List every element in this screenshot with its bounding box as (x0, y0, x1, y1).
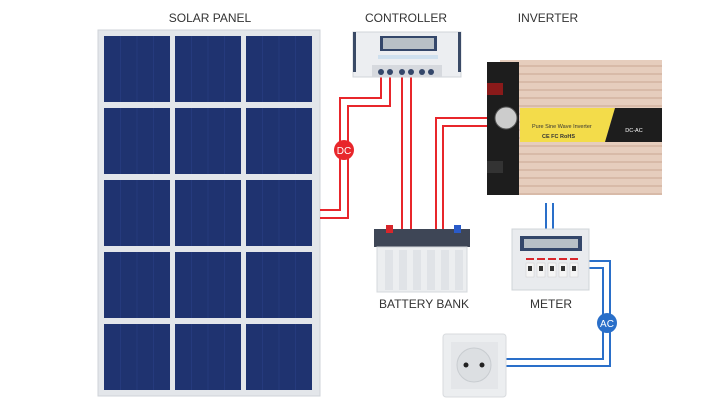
battery-bank (374, 225, 470, 293)
dc-wires (320, 75, 490, 230)
inverter-label: INVERTER (518, 11, 579, 25)
positive-terminal-icon (386, 225, 393, 233)
svg-text:Pure Sine Wave Inverter: Pure Sine Wave Inverter (532, 124, 592, 130)
svg-text:AC: AC (600, 319, 614, 330)
charge-controller (352, 31, 462, 78)
battery-bank-label: BATTERY BANK (379, 297, 469, 311)
ac-badge: AC (597, 313, 617, 333)
controller-label: CONTROLLER (365, 11, 447, 25)
solar-panel-label: SOLAR PANEL (169, 11, 252, 25)
svg-text:DC-AC: DC-AC (625, 128, 642, 134)
fan-icon (494, 106, 518, 130)
wall-socket (442, 333, 507, 398)
meter-label: METER (530, 297, 572, 311)
svg-text:CE FC RoHS: CE FC RoHS (542, 134, 575, 140)
negative-terminal-icon (454, 225, 461, 233)
svg-text:DC: DC (337, 146, 351, 157)
inverter: Pure Sine Wave Inverter CE FC RoHS DC-AC (487, 60, 662, 195)
positive-terminal-icon (487, 83, 503, 95)
solar-panel (97, 29, 321, 397)
dc-badge: DC (334, 140, 354, 160)
negative-terminal-icon (487, 161, 503, 173)
meter (511, 228, 590, 291)
